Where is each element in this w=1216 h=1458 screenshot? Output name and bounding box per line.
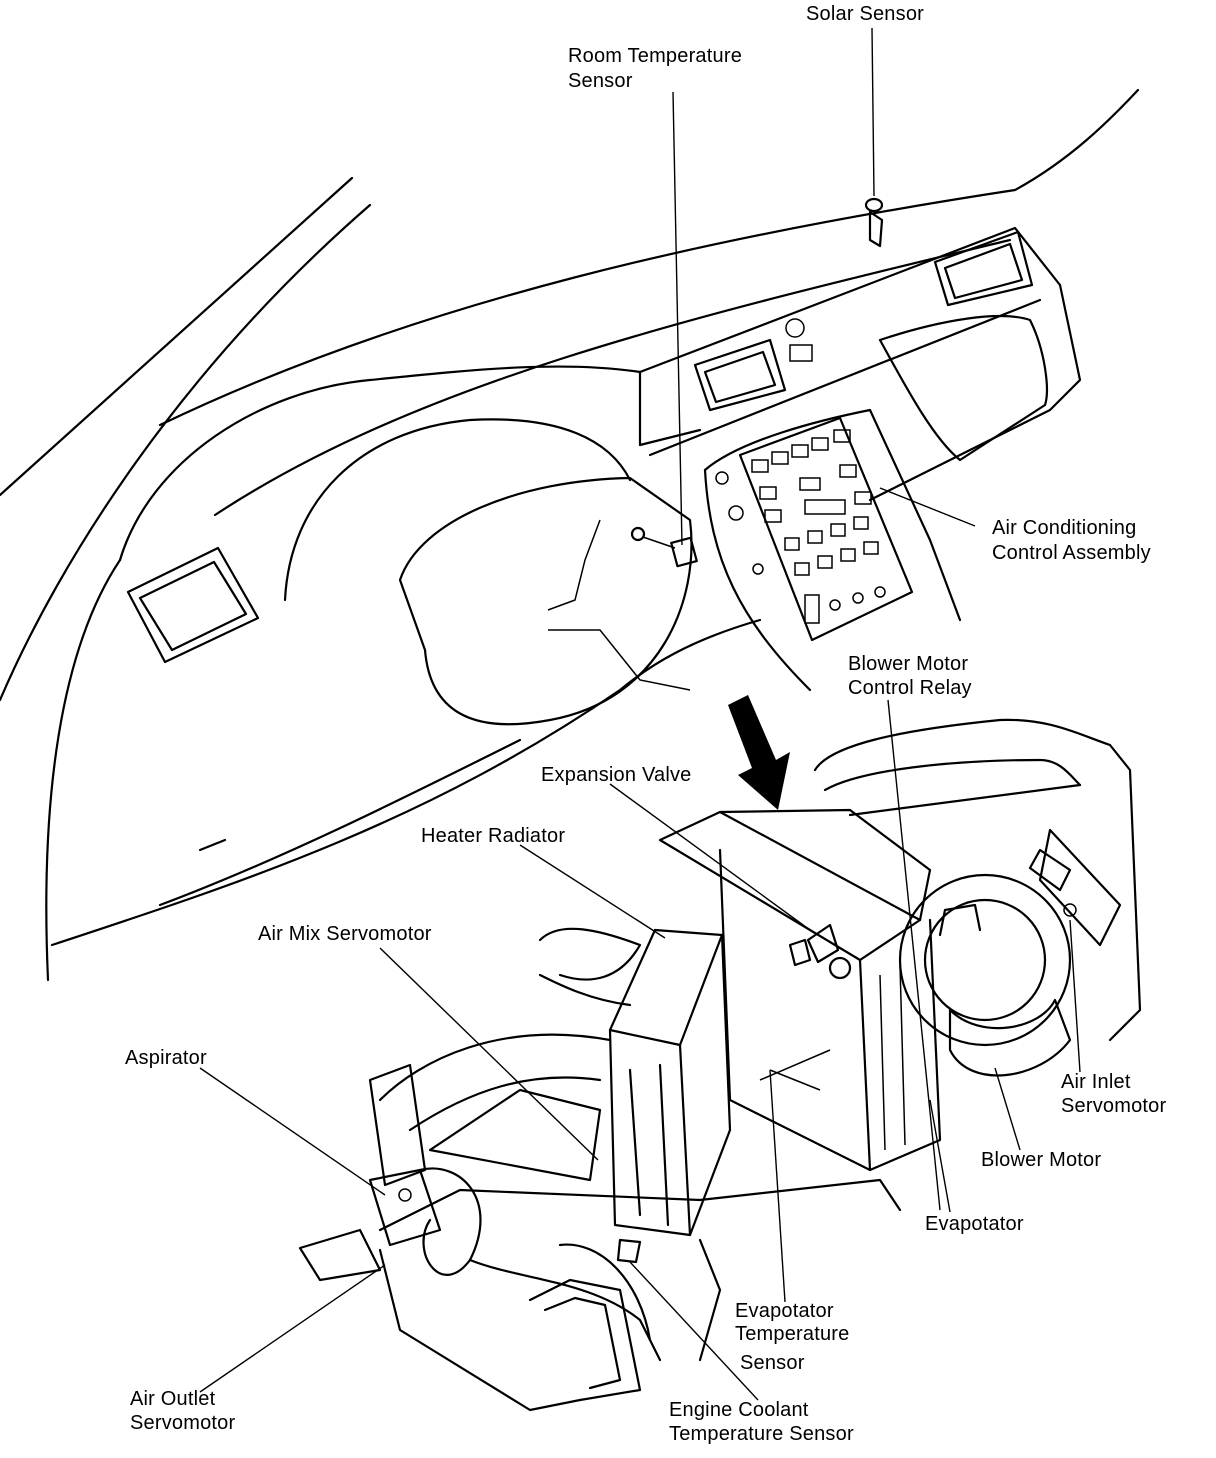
room-temp-sensor-part bbox=[630, 526, 698, 568]
leader-blower-motor bbox=[994, 1067, 1021, 1151]
label-blower-relay-line1: Blower Motor bbox=[848, 653, 969, 675]
leader-lines bbox=[199, 27, 1081, 1401]
label-aspirator: Aspirator bbox=[125, 1047, 207, 1069]
leader-engine-coolant bbox=[629, 1261, 759, 1401]
dashboard-illustration bbox=[0, 88, 1140, 982]
label-solar-sensor: Solar Sensor bbox=[806, 3, 925, 25]
label-blower-relay-line2: Control Relay bbox=[848, 677, 972, 699]
label-evapotator-temp-line2: Temperature bbox=[735, 1323, 850, 1345]
leader-evap-temp bbox=[769, 1069, 786, 1303]
hvac-unit-illustration bbox=[298, 718, 1142, 1412]
label-ac-control-line1: Air Conditioning bbox=[992, 517, 1137, 539]
leader-air-mix bbox=[379, 947, 599, 1161]
label-evapotator: Evapotator bbox=[925, 1213, 1024, 1235]
label-expansion-valve: Expansion Valve bbox=[541, 764, 692, 786]
label-air-outlet-line2: Servomotor bbox=[130, 1412, 236, 1434]
label-air-inlet-line1: Air Inlet bbox=[1061, 1071, 1131, 1093]
leader-heater-radiator bbox=[519, 844, 666, 939]
label-heater-radiator: Heater Radiator bbox=[421, 825, 566, 847]
solar-sensor-part bbox=[864, 197, 884, 248]
leader-ac-control bbox=[879, 487, 976, 527]
ac-control-buttons bbox=[715, 429, 886, 624]
label-blower-motor: Blower Motor bbox=[981, 1149, 1102, 1171]
label-evapotator-temp-line3: Sensor bbox=[740, 1352, 805, 1374]
leader-room-temp-sensor bbox=[672, 91, 683, 546]
label-air-outlet-line1: Air Outlet bbox=[130, 1388, 216, 1410]
label-room-temperature-sensor-line2: Sensor bbox=[568, 70, 633, 92]
label-ac-control-line2: Control Assembly bbox=[992, 542, 1151, 564]
label-evapotator-temp-line1: Evapotator bbox=[735, 1300, 834, 1322]
label-engine-coolant-line2: Temperature Sensor bbox=[669, 1423, 854, 1445]
label-air-mix-servomotor: Air Mix Servomotor bbox=[258, 923, 432, 945]
direction-arrow-icon bbox=[728, 695, 790, 810]
leader-blower-relay bbox=[887, 699, 941, 1211]
leader-air-inlet bbox=[1069, 919, 1081, 1073]
leader-aspirator bbox=[199, 1067, 386, 1196]
leader-expansion-valve bbox=[609, 783, 811, 931]
label-air-inlet-line2: Servomotor bbox=[1061, 1095, 1167, 1117]
leader-solar-sensor bbox=[871, 27, 875, 197]
label-engine-coolant-line1: Engine Coolant bbox=[669, 1399, 809, 1421]
leader-evapotator bbox=[929, 1099, 951, 1213]
label-room-temperature-sensor-line1: Room Temperature bbox=[568, 45, 743, 67]
leader-air-outlet bbox=[199, 1264, 386, 1393]
